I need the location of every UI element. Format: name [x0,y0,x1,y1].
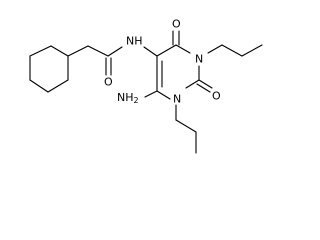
chemical-structure: NH O N N O O NH2 [29,18,263,154]
atom-labels: NH O N N O O NH2 [104,18,221,106]
bond [29,45,52,57]
bond [143,46,158,57]
amino-label: NH2 [117,91,139,105]
pyrimidine-ring [156,44,200,100]
acetamide-linker [67,45,158,76]
bond [175,44,191,54]
amino-nh-text: NH [117,91,134,104]
bond [67,45,89,57]
bond [144,90,158,98]
bond [241,44,263,57]
amino-subscript: 2 [134,96,139,105]
bond [87,45,109,57]
bond [156,44,177,57]
propyl-chains [175,44,263,154]
c4-oxygen-label: O [172,18,181,31]
bond [221,44,243,57]
amide-oxygen-label: O [104,76,113,89]
bond [175,119,197,133]
ring-n3-label: N [195,53,203,66]
bond [50,45,69,57]
ring-n1-label: N [173,93,181,106]
amino-bond [144,90,158,98]
bond [156,90,171,100]
bond [47,79,69,93]
bond [196,83,211,93]
bond [29,79,49,93]
c2-oxygen-label: O [212,90,221,103]
carbonyl-bonds [172,30,213,93]
cyclohexyl-ring [29,45,69,93]
amide-nh-label: NH [126,35,143,48]
bond [207,44,223,54]
bond [198,79,213,89]
bond [185,79,200,89]
bond [107,46,123,57]
